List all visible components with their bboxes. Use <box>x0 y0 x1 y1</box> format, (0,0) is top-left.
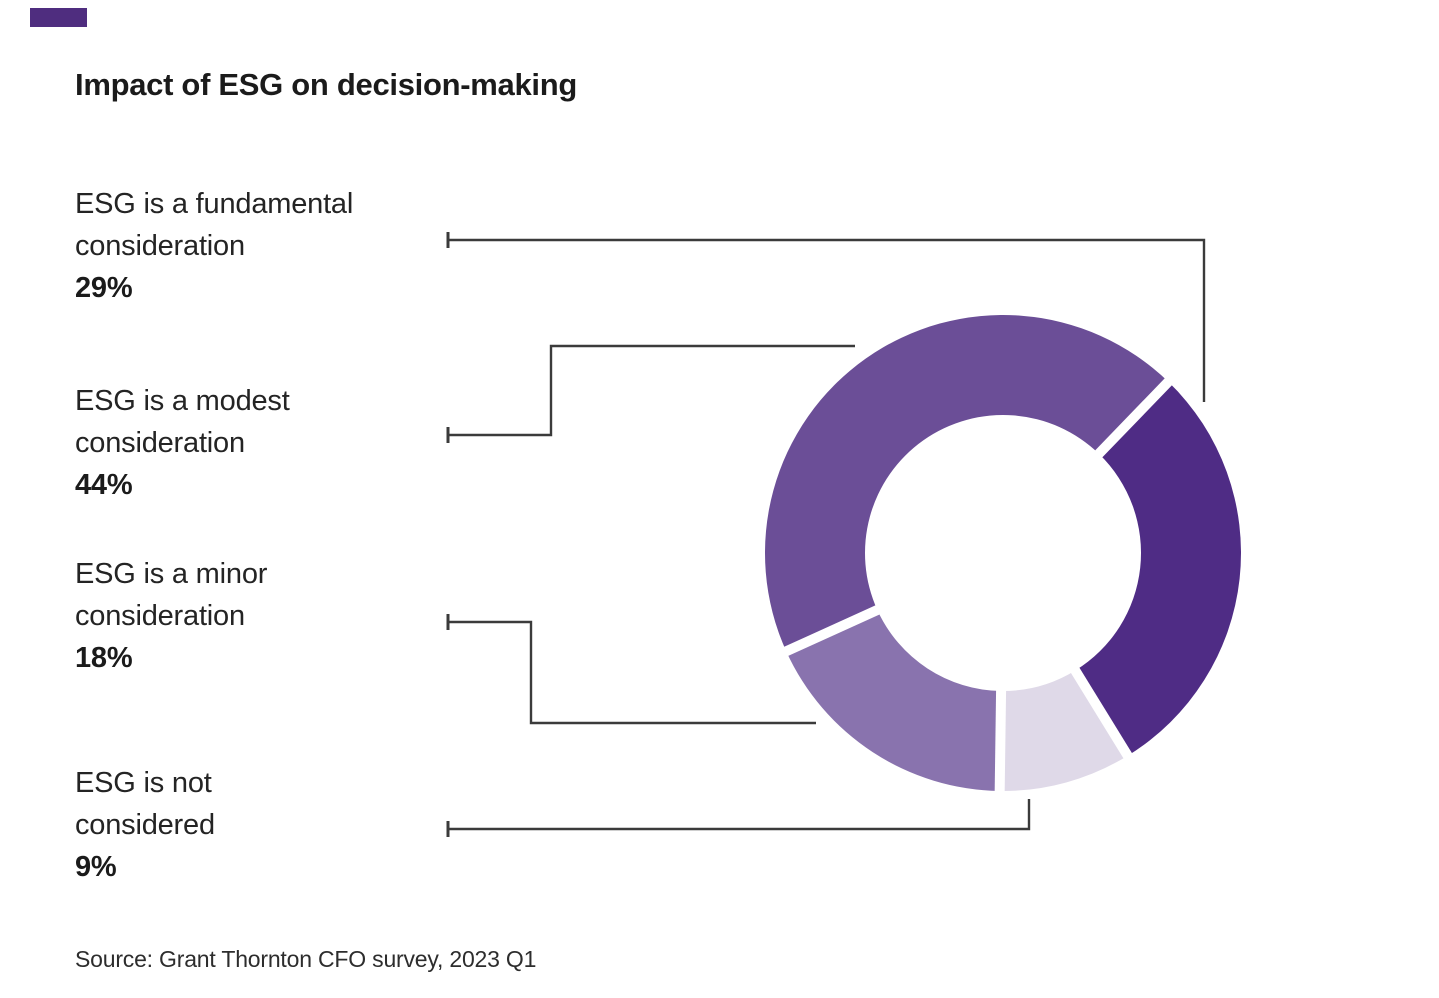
slice-separator <box>1063 655 1140 771</box>
callout-line-modest <box>448 344 855 437</box>
legend-value: 9% <box>75 851 117 883</box>
legend-label-line: ESG is a modest <box>75 385 290 417</box>
legend-item-minor: ESG is a minor consideration 18% <box>75 553 470 679</box>
legend-label-line: consideration <box>75 600 245 632</box>
brand-accent-mark <box>30 8 87 27</box>
legend-label-line: considered <box>75 809 215 841</box>
chart-title: Impact of ESG on decision-making <box>75 67 577 102</box>
legend-item-not-considered: ESG is not considered 9% <box>75 762 470 888</box>
legend-label-line: ESG is not <box>75 767 212 799</box>
donut-slice-fundamental <box>1075 381 1242 756</box>
legend-value: 29% <box>75 272 133 304</box>
callout-line-not-considered <box>448 799 1031 831</box>
donut-slice-modest <box>764 314 1169 652</box>
legend-value: 44% <box>75 469 133 501</box>
slice-separator <box>994 676 1007 806</box>
legend-label-line: consideration <box>75 427 245 459</box>
legend-label-line: ESG is a minor <box>75 558 268 590</box>
slice-separator <box>1085 368 1182 468</box>
legend-value: 18% <box>75 642 133 674</box>
donut-slice-minor <box>786 610 1002 791</box>
legend-label-line: ESG is a fundamental <box>75 188 354 220</box>
legend-label-line: consideration <box>75 230 245 262</box>
slice-separator <box>771 599 893 662</box>
callout-line-fundamental <box>448 238 1206 402</box>
legend-item-fundamental: ESG is a fundamental consideration 29% <box>75 183 470 309</box>
legend-item-modest: ESG is a modest consideration 44% <box>75 380 470 506</box>
source-note: Source: Grant Thornton CFO survey, 2023 … <box>75 946 537 972</box>
donut-slice-not-considered <box>999 670 1128 791</box>
callout-line-minor <box>448 620 816 725</box>
